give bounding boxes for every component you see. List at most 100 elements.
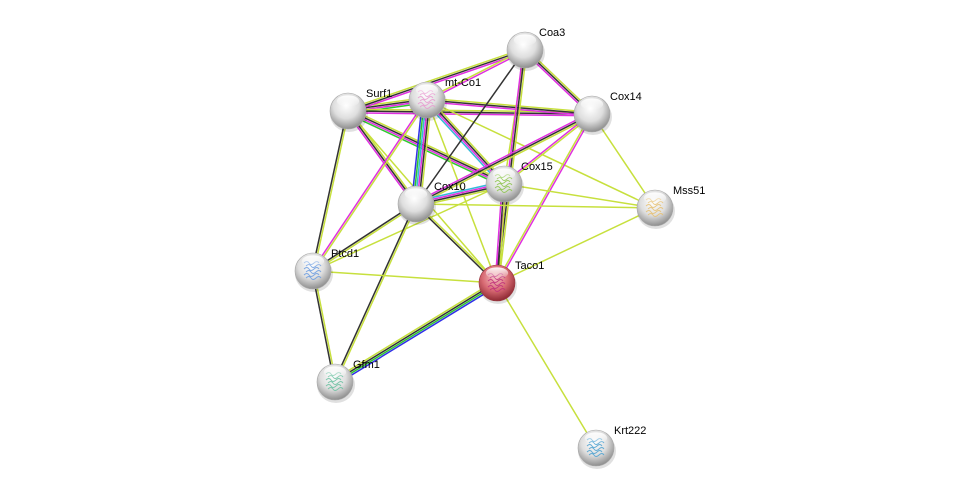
edge-evidence-coexpression [312, 202, 416, 271]
edge-Surf1-Ptcd1[interactable] [311, 110, 350, 272]
node-highlight [492, 168, 516, 180]
edge-evidence-coexpression [333, 203, 416, 382]
edge-evidence-textmining [426, 48, 525, 100]
edge-evidence-textmining [415, 203, 656, 209]
node-gfm1[interactable]: Gfm1 [316, 359, 380, 403]
edge-Cox14-Taco1[interactable] [495, 113, 594, 284]
edge-mt-Co1-Cox15[interactable] [424, 97, 507, 187]
node-highlight [580, 98, 604, 110]
edge-Surf1-Coa3[interactable] [347, 47, 526, 114]
edge-Cox15-Mss51[interactable] [503, 183, 656, 209]
edge-evidence-coexpression [334, 281, 497, 382]
edge-evidence-textmining [313, 270, 337, 382]
node-surf1[interactable]: Surf1 [329, 88, 392, 132]
edge-evidence-textmining [496, 207, 656, 284]
node-label: Gfm1 [353, 359, 380, 371]
edge-evidence-experiments [311, 99, 427, 271]
node-label: Surf1 [366, 88, 392, 100]
edge-evidence-experiments [426, 101, 592, 117]
node-label: Cox14 [610, 91, 642, 103]
edge-Taco1-Mss51[interactable] [496, 207, 656, 284]
node-label: Krt222 [614, 425, 646, 437]
edge-Cox14-Cox15[interactable] [502, 112, 594, 186]
edge-evidence-textmining [347, 47, 525, 111]
node-ptcd1[interactable]: Ptcd1 [294, 248, 359, 292]
edge-evidence-textmining [495, 113, 592, 283]
edge-Cox10-Gfm1[interactable] [333, 203, 418, 383]
edge-Gfm1-Taco1[interactable] [333, 280, 499, 385]
node-label: Cox15 [521, 161, 553, 173]
edge-Coa3-Cox10[interactable] [415, 49, 526, 205]
node-highlight [584, 432, 608, 444]
node-cox15[interactable]: Cox15 [485, 161, 553, 205]
edge-evidence-textmining [591, 113, 656, 209]
node-label: mt-Co1 [445, 77, 481, 89]
node-highlight [415, 84, 439, 96]
edge-evidence-coexpression [347, 110, 593, 115]
edge-evidence-coexpression [414, 204, 497, 285]
node-cox10[interactable]: Cox10 [397, 181, 466, 225]
edge-evidence-databases [424, 101, 503, 187]
edge-evidence-experiments [427, 50, 526, 102]
node-label: Cox10 [434, 181, 466, 193]
edge-evidence-coexpression [415, 113, 593, 205]
node-highlight [643, 192, 667, 204]
edge-mt-Co1-Ptcd1[interactable] [311, 99, 429, 272]
edge-evidence-experiments [497, 114, 594, 284]
edge-evidence-experiments [502, 112, 592, 184]
node-mss51[interactable]: Mss51 [636, 185, 705, 229]
edge-evidence-textmining [428, 97, 507, 183]
node-coa3[interactable]: Coa3 [506, 27, 565, 71]
edge-evidence-textmining [496, 282, 597, 449]
edge-evidence-textmining [313, 100, 429, 272]
edge-Cox10-Taco1[interactable] [414, 202, 499, 285]
edge-evidence-experiments [347, 112, 592, 117]
edge-evidence-textmining [312, 183, 505, 272]
edge-evidence-textmining [312, 270, 498, 284]
edge-evidence-coexpression [311, 110, 348, 271]
node-highlight [404, 188, 428, 200]
edge-evidence-textmining [504, 114, 594, 186]
edge-evidence-experiments [425, 100, 504, 186]
edge-evidence-textmining [313, 111, 350, 272]
edge-evidence-coexpression [347, 110, 417, 205]
edge-layer [311, 47, 656, 449]
node-highlight [513, 34, 537, 46]
edge-Cox14-Mss51[interactable] [591, 113, 656, 209]
edge-Ptcd1-Taco1[interactable] [312, 270, 498, 284]
node-cox14[interactable]: Cox14 [573, 91, 642, 135]
edge-evidence-coexpression [415, 49, 526, 205]
edge-mt-Co1-Cox14[interactable] [426, 97, 593, 117]
edge-evidence-textmining [503, 183, 656, 209]
node-label: Ptcd1 [331, 248, 359, 260]
edge-evidence-fusion [336, 284, 499, 385]
edge-evidence-textmining [416, 114, 594, 207]
node-taco1[interactable]: Taco1 [478, 260, 544, 304]
edge-evidence-textmining [333, 280, 496, 381]
edge-evidence-coexpression [426, 99, 593, 115]
edge-Cox14-Cox10[interactable] [414, 111, 594, 207]
edge-Cox15-Ptcd1[interactable] [312, 183, 505, 272]
node-krt222[interactable]: Krt222 [577, 425, 646, 469]
node-highlight [323, 366, 347, 378]
edge-evidence-textmining [427, 97, 593, 113]
edge-evidence-neighborhood [335, 283, 498, 384]
node-label: Taco1 [515, 260, 544, 272]
edge-evidence-textmining [313, 204, 417, 273]
edge-mt-Co1-Coa3[interactable] [426, 48, 526, 102]
edge-evidence-textmining [335, 204, 418, 383]
edge-Ptcd1-Gfm1[interactable] [311, 270, 337, 383]
edge-evidence-experiments [345, 111, 416, 206]
edge-evidence-textmining [416, 202, 499, 283]
edge-Cox10-Mss51[interactable] [415, 203, 656, 209]
edge-evidence-textmining [498, 50, 528, 284]
node-highlight [301, 255, 325, 267]
edge-evidence-experiments [414, 111, 592, 204]
node-mt-co1[interactable]: mt-Co1 [408, 77, 481, 121]
node-label: Mss51 [673, 185, 705, 197]
edge-evidence-coexpression [427, 98, 506, 184]
edge-Cox10-Ptcd1[interactable] [312, 202, 417, 273]
edge-Taco1-Krt222[interactable] [496, 282, 597, 449]
